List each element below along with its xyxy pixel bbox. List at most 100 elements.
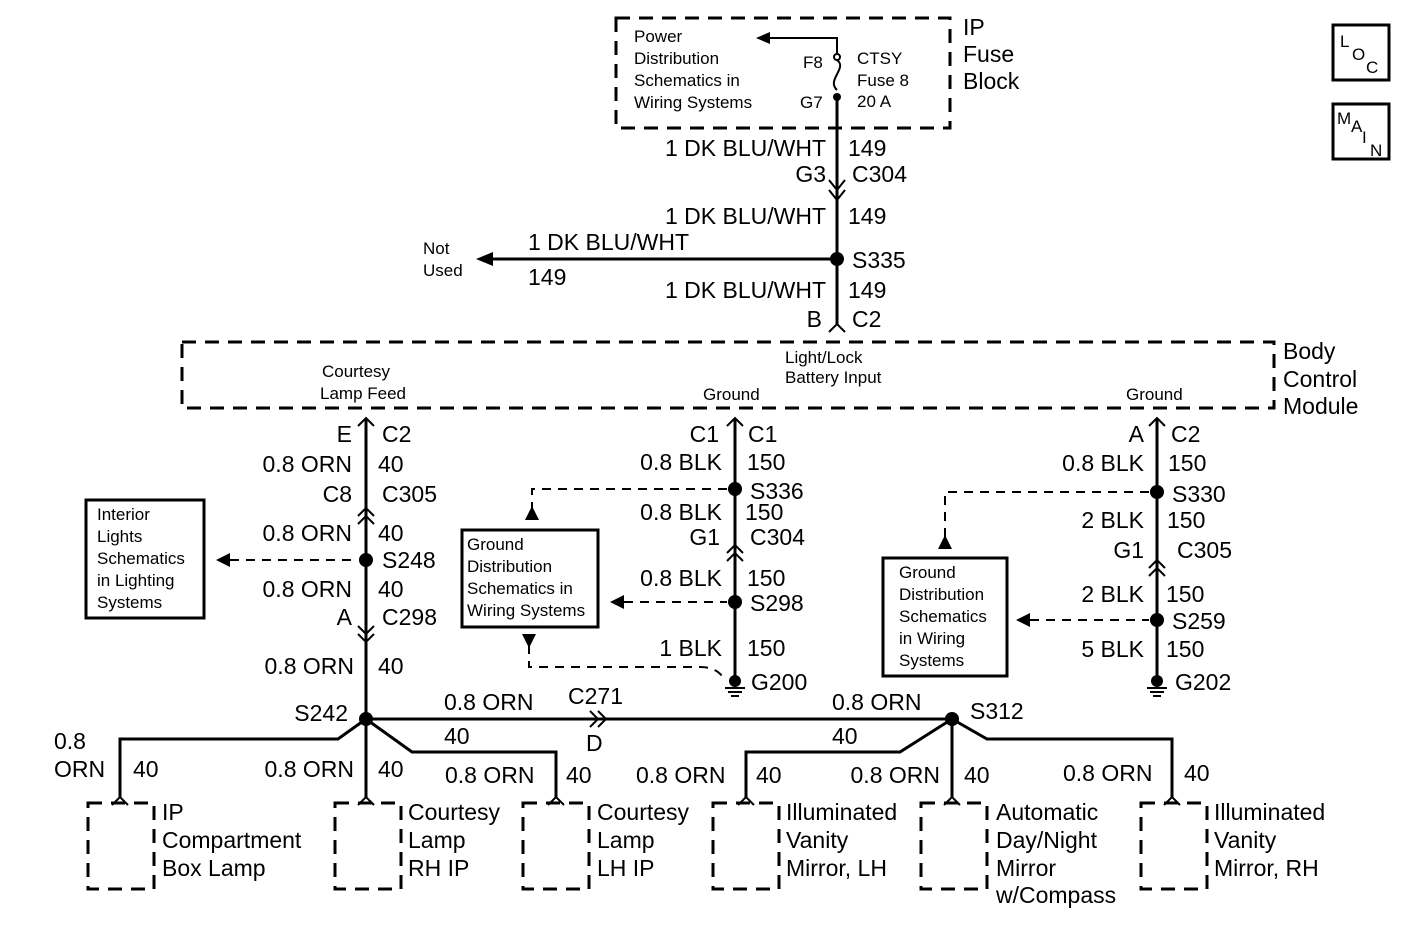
splice-s336 [728,482,742,496]
fuse-pin-bottom: G7 [800,93,823,112]
bcm-title-1: Body [1283,338,1336,364]
main-button[interactable]: M A I N [1331,102,1391,161]
splice-s335-label: S335 [852,247,906,273]
fuse-block-title-2: Fuse [963,41,1014,67]
connector-c304-a: C304 [852,161,907,187]
interior-lights-link[interactable]: Interior Lights Schematics in Lighting S… [84,498,206,620]
load-illuminated-vanity-mirror-rh: Illuminated Vanity Mirror, RH [1139,799,1325,891]
ground-g200-label: G200 [751,669,807,695]
wire-label-149-c: 1 DK BLU/WHT [665,277,826,303]
wire-40-drop-6 [951,717,1174,797]
ground-distribution-link-mid[interactable]: Ground Distribution Schematics in Wiring… [460,528,600,629]
fuse-pin-top: F8 [803,53,823,72]
wire-label-150-d: 1 BLK [659,635,722,661]
bcm-title-2: Control [1283,366,1357,392]
load3-circuit: 40 [566,762,592,788]
pds-arrow-line [760,37,838,55]
bcm-conn-c1: C1 [748,421,777,447]
connector-g1-b: G1 [1113,537,1144,563]
ground-g202-label: G202 [1175,669,1231,695]
ground-g202-symbol [1147,687,1167,697]
splice-s242-label: S242 [294,700,348,726]
load1-wire-label-2: ORN [54,756,105,782]
connector-c305-symbol-b [1148,558,1166,577]
not-used-arrow [476,252,493,266]
main-letter-3: I [1362,128,1367,147]
wire-label-150-f: 2 BLK [1081,507,1144,533]
load2-wire-label: 0.8 ORN [265,756,354,782]
pds-arrow-head [756,32,770,44]
s259-link-arrow [1016,613,1030,627]
splice-s330 [1150,485,1164,499]
splice-s330-label: S330 [1172,481,1226,507]
wire-40-drop-3 [365,717,558,797]
splice-s259 [1150,613,1164,627]
svg-text:Courtesy: Courtesy [408,799,501,825]
svg-text:Illuminated: Illuminated [786,799,897,825]
circuit-150-g: 150 [1166,581,1204,607]
connector-c305-b: C305 [1177,537,1232,563]
svg-text:Wiring Systems: Wiring Systems [634,93,752,112]
pds-link[interactable]: Power Distribution Schematics in Wiring … [634,27,752,112]
circuit-150-b: 150 [745,499,783,525]
svg-text:Schematics in: Schematics in [634,71,740,90]
splice-s248-label: S248 [382,547,436,573]
load3-wire-label: 0.8 ORN [445,762,534,788]
wire-label-40-a: 0.8 ORN [263,451,352,477]
loc-button[interactable]: L O C [1331,23,1391,82]
svg-text:Day/Night: Day/Night [996,827,1098,853]
load-ip-compartment-box-lamp: IP Compartment Box Lamp [86,799,302,891]
circuit-149-a: 149 [848,135,886,161]
svg-text:Lamp: Lamp [408,827,466,853]
svg-text:Interior: Interior [97,505,150,524]
wire-label-40-d: 0.8 ORN [265,653,354,679]
svg-text:IP: IP [162,799,184,825]
wire-label-150-c: 0.8 BLK [640,565,722,591]
circuit-150-a: 150 [747,449,785,475]
main-letter-4: N [1370,141,1382,160]
svg-text:Schematics: Schematics [97,549,185,568]
svg-text:LH IP: LH IP [597,855,655,881]
splice-s312-label: S312 [970,698,1024,724]
connector-c305-symbol-a [357,506,375,525]
fuse-element [832,59,842,91]
bcm-ground2-terminal [1148,416,1166,427]
svg-text:in Lighting: in Lighting [97,571,175,590]
fuse-block-title-1: IP [963,14,985,40]
bcm-title-3: Module [1283,393,1358,419]
connector-g3: G3 [795,161,826,187]
svg-text:in Wiring: in Wiring [899,629,965,648]
splice-s298-label: S298 [750,590,804,616]
connector-g1-a: G1 [689,524,720,550]
bus-circuit-left: 40 [444,723,470,749]
connector-c271-symbol [589,710,608,728]
circuit-40-a: 40 [378,451,404,477]
svg-text:RH IP: RH IP [408,855,469,881]
wire-40-drop-4 [744,717,953,797]
load1-wire-label-1: 0.8 [54,728,86,754]
fuse-terminal-top [833,53,841,61]
svg-text:Mirror: Mirror [996,855,1056,881]
bcm-feed-terminal [357,416,375,427]
loc-letter-3: C [1366,58,1378,77]
circuit-40-d: 40 [378,653,404,679]
bcm-ground1-label: Ground [703,385,760,404]
circuit-149-branch: 149 [528,264,566,290]
wire-label-40-c: 0.8 ORN [263,576,352,602]
fuse-label-3: 20 A [857,92,892,111]
load2-circuit: 40 [378,756,404,782]
svg-text:Compartment: Compartment [162,827,302,853]
load-illuminated-vanity-mirror-lh: Illuminated Vanity Mirror, LH [711,799,897,891]
svg-text:Ground: Ground [899,563,956,582]
bcm-input-label-1: Light/Lock [785,348,863,367]
circuit-149-b: 149 [848,203,886,229]
main-letter-1: M [1337,109,1351,128]
bcm-conn-c2-a: C2 [852,306,881,332]
wire-40-drop-1 [118,717,367,797]
svg-text:Distribution: Distribution [899,585,984,604]
ground-distribution-link-right[interactable]: Ground Distribution Schematics in Wiring… [881,556,1009,678]
connector-c271-pin: D [586,730,603,756]
ground-g202 [1151,675,1163,687]
bcm-conn-c2-c: C2 [1171,421,1200,447]
bcm-pin-a: A [1129,421,1145,447]
